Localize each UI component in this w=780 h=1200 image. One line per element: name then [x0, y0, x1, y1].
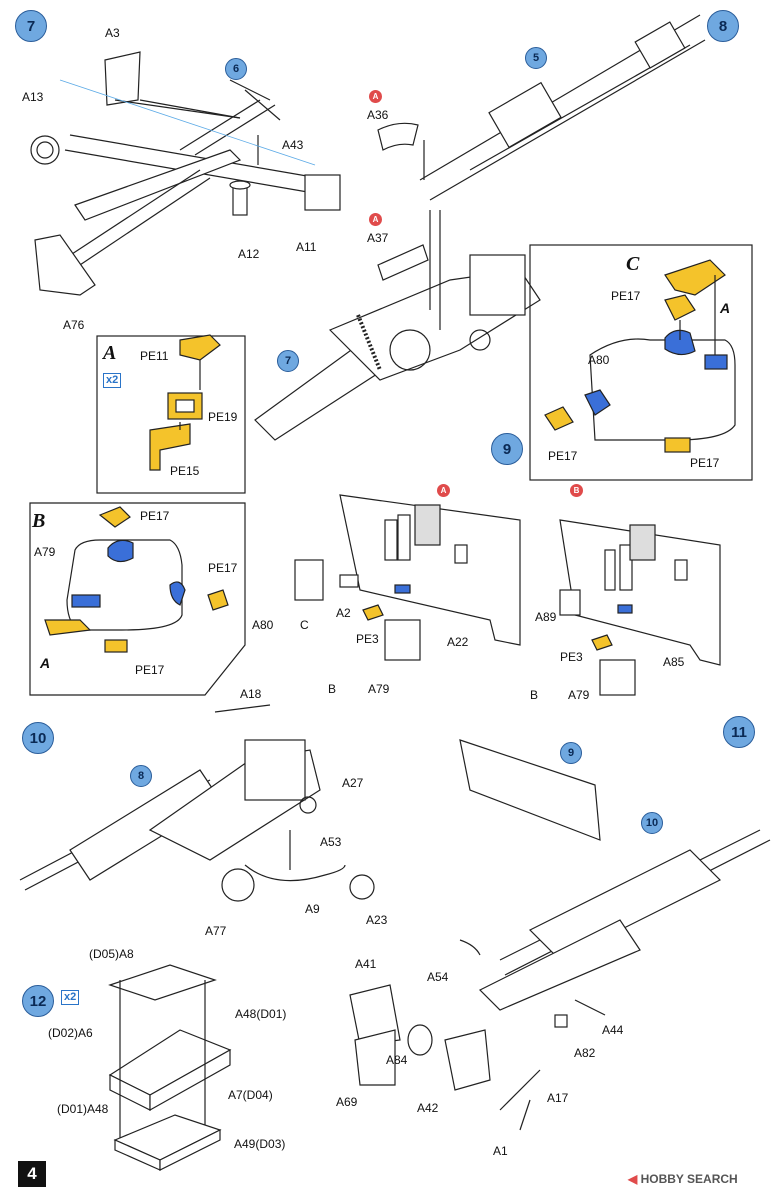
- step-11-number: 11: [723, 716, 755, 748]
- watermark: ◀ HOBBY SEARCH: [628, 1172, 738, 1186]
- step-12-number: 12: [22, 985, 54, 1017]
- subassembly-a-letter: A: [103, 342, 117, 364]
- subassembly-c-parts: [544, 259, 736, 453]
- part-label: PE15: [170, 464, 200, 478]
- part-label: A41: [355, 957, 377, 971]
- part-label: A22: [447, 635, 469, 649]
- part-label: A18: [240, 687, 262, 701]
- step9-shield-a-drawing: [294, 494, 521, 661]
- subassembly-b-box: [29, 502, 246, 696]
- part-label: A89: [535, 610, 557, 624]
- step9-shield-b-drawing: [559, 519, 721, 696]
- part-label: A9: [305, 902, 320, 916]
- part-label: A36: [367, 108, 389, 122]
- part-label: A2: [336, 606, 351, 620]
- subassembly-a-multiplier: x2: [103, 373, 122, 388]
- subassembly-b-parts: [44, 506, 229, 653]
- part-label: A12: [238, 247, 260, 261]
- part-label: A85: [663, 655, 685, 669]
- step-12-multiplier: x2: [61, 990, 80, 1005]
- ref-step-6: 6: [225, 58, 247, 80]
- part-label: A1: [493, 1144, 508, 1158]
- part-label: PE17: [548, 449, 578, 463]
- part-label: A76: [63, 318, 85, 332]
- option-a-badge: A: [369, 90, 382, 103]
- part-label: PE17: [208, 561, 238, 575]
- subassembly-b-letter: B: [32, 510, 46, 532]
- subassembly-a-parts: [149, 334, 221, 471]
- watermark-logo-icon: ◀: [628, 1172, 638, 1186]
- part-label: PE17: [140, 509, 170, 523]
- part-label: A69: [336, 1095, 358, 1109]
- option-b-badge: B: [570, 484, 583, 497]
- part-label: A3: [105, 26, 120, 40]
- part-label: C: [300, 618, 309, 632]
- part-label: A37: [367, 231, 389, 245]
- part-label: A: [720, 300, 731, 316]
- part-label: A43: [282, 138, 304, 152]
- part-label: A: [40, 655, 51, 671]
- subassembly-a-box: [96, 335, 246, 494]
- part-label: PE17: [135, 663, 165, 677]
- ref-step-7: 7: [277, 350, 299, 372]
- ref-step-5: 5: [525, 47, 547, 69]
- part-label: PE3: [356, 632, 379, 646]
- part-label: A27: [342, 776, 364, 790]
- step-10-number: 10: [22, 722, 54, 754]
- option-a-badge: A: [437, 484, 450, 497]
- subassembly-c-letter: C: [626, 253, 640, 275]
- part-label: B: [530, 688, 539, 702]
- page-number: 4: [18, 1161, 46, 1187]
- step11-drawing: [349, 739, 771, 1131]
- part-label: A7(D04): [228, 1088, 273, 1102]
- subassembly-c-box: [529, 244, 753, 481]
- part-label: A77: [205, 924, 227, 938]
- part-label: A79: [368, 682, 390, 696]
- step7-carriage-drawing: [30, 51, 341, 296]
- part-label: A17: [547, 1091, 569, 1105]
- step-7-number: 7: [15, 10, 47, 42]
- part-label: B: [328, 682, 337, 696]
- part-label: PE19: [208, 410, 238, 424]
- step-9-number: 9: [491, 433, 523, 465]
- part-label: A80: [252, 618, 274, 632]
- part-label: A42: [417, 1101, 439, 1115]
- ref-step-8: 8: [130, 765, 152, 787]
- part-label: A54: [427, 970, 449, 984]
- part-label: PE17: [611, 289, 641, 303]
- ref-step-9: 9: [560, 742, 582, 764]
- part-label: A48(D01): [235, 1007, 287, 1021]
- part-label: A53: [320, 835, 342, 849]
- part-label: (D02)A6: [48, 1026, 93, 1040]
- part-label: A84: [386, 1053, 408, 1067]
- step12-crate-drawing: [108, 964, 232, 1171]
- part-label: PE11: [140, 349, 169, 363]
- ref-step-10: 10: [641, 812, 663, 834]
- part-label: A11: [296, 240, 317, 254]
- part-label: A13: [22, 90, 44, 104]
- watermark-text: HOBBY SEARCH: [640, 1172, 738, 1186]
- part-label: A23: [366, 913, 388, 927]
- part-label: A80: [588, 353, 610, 367]
- part-label: PE17: [690, 456, 720, 470]
- option-a-badge: A: [369, 213, 382, 226]
- part-label: A79: [34, 545, 56, 559]
- part-label: (D01)A48: [57, 1102, 109, 1116]
- step-8-number: 8: [707, 10, 739, 42]
- part-label: A49(D03): [234, 1137, 286, 1151]
- part-label: PE3: [560, 650, 583, 664]
- part-label: A79: [568, 688, 590, 702]
- part-label: A82: [574, 1046, 596, 1060]
- step10-drawing: [19, 704, 375, 902]
- step8-gun-drawing: [254, 14, 706, 441]
- part-label: A44: [602, 1023, 624, 1037]
- part-label: (D05)A8: [89, 947, 134, 961]
